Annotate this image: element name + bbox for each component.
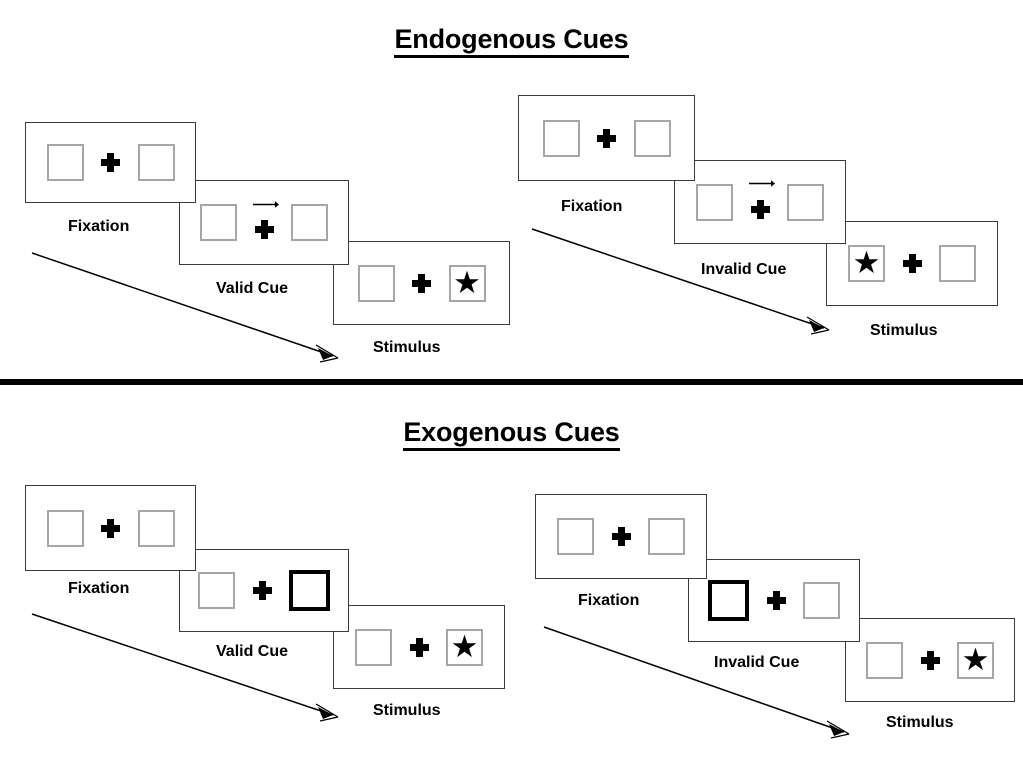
star-icon: ★ <box>961 641 990 677</box>
frame-endogenous-valid-fixation <box>25 122 196 203</box>
fixation-center <box>409 261 435 305</box>
left-box <box>542 119 580 157</box>
frame-exogenous-invalid-fixation <box>535 494 707 579</box>
arrow-right-icon <box>253 200 279 208</box>
right-box: ★ <box>448 264 486 302</box>
right-box: ★ <box>957 641 994 679</box>
left-box <box>696 183 733 221</box>
left-box <box>357 264 395 302</box>
frame-endogenous-invalid-fixation <box>518 95 695 181</box>
right-box-cued <box>289 570 330 611</box>
frame-exogenous-valid-cue <box>179 549 349 632</box>
fixation-center <box>98 141 124 185</box>
fixation-cross-icon <box>611 527 631 546</box>
fixation-cross-icon <box>409 637 429 657</box>
caption-endogenous-valid-fixation: Fixation <box>68 218 130 235</box>
fixation-center <box>251 200 279 245</box>
arrow-right-icon <box>749 180 775 187</box>
fixation-center <box>249 569 275 613</box>
left-box <box>198 572 235 609</box>
fixation-cross-icon <box>902 254 922 273</box>
caption-endogenous-valid-cue: Valid Cue <box>216 280 289 297</box>
flow-arrow-endogenous-valid <box>31 252 339 363</box>
right-box <box>633 119 671 157</box>
star-icon: ★ <box>453 264 481 300</box>
caption-endogenous-invalid-stimulus: Stimulus <box>870 322 938 339</box>
frame-endogenous-invalid-cue <box>674 160 846 244</box>
frame-exogenous-invalid-cue <box>688 559 860 642</box>
fixation-center <box>594 116 620 160</box>
right-box <box>939 245 976 282</box>
right-box <box>291 204 328 241</box>
caption-exogenous-invalid-stimulus: Stimulus <box>886 714 954 731</box>
right-box <box>787 183 824 221</box>
frame-exogenous-valid-fixation <box>25 485 196 571</box>
fixation-center <box>406 625 432 669</box>
caption-exogenous-invalid-cue: Invalid Cue <box>714 654 800 671</box>
right-box: ★ <box>446 628 483 666</box>
frame-exogenous-valid-stimulus: ★ <box>333 605 505 689</box>
right-box <box>803 582 840 619</box>
star-icon: ★ <box>852 245 881 280</box>
fixation-cross-icon <box>254 220 274 239</box>
section-divider <box>0 379 1023 385</box>
fixation-center <box>899 242 925 286</box>
frame-endogenous-invalid-stimulus: ★ <box>826 221 998 306</box>
section-title-exogenous-text: Exogenous Cues <box>403 417 620 451</box>
caption-endogenous-invalid-fixation: Fixation <box>561 198 623 215</box>
left-box <box>200 204 237 241</box>
caption-exogenous-valid-fixation: Fixation <box>68 580 130 597</box>
left-box <box>557 518 594 555</box>
left-box <box>355 628 392 666</box>
fixation-center <box>747 180 775 224</box>
right-box <box>648 518 685 555</box>
fixation-center <box>98 506 124 550</box>
fixation-center <box>608 515 634 559</box>
frame-endogenous-valid-cue <box>179 180 349 265</box>
caption-exogenous-valid-stimulus: Stimulus <box>373 702 441 719</box>
left-box-cued <box>708 580 749 621</box>
section-title-endogenous: Endogenous Cues <box>0 24 1023 58</box>
section-title-exogenous: Exogenous Cues <box>0 417 1023 451</box>
fixation-cross-icon <box>920 650 940 670</box>
left-box <box>866 641 903 679</box>
left-box <box>46 144 84 181</box>
fixation-cross-icon <box>597 128 616 148</box>
right-box <box>137 144 175 181</box>
fixation-cross-icon <box>750 199 770 219</box>
fixation-cross-icon <box>101 518 120 538</box>
fixation-center <box>763 579 789 623</box>
caption-exogenous-invalid-fixation: Fixation <box>578 592 640 609</box>
section-title-endogenous-text: Endogenous Cues <box>394 24 629 58</box>
left-box <box>46 509 84 547</box>
star-icon: ★ <box>450 628 479 664</box>
right-box <box>137 509 175 547</box>
left-box: ★ <box>848 245 885 282</box>
fixation-center <box>917 638 943 682</box>
caption-endogenous-invalid-cue: Invalid Cue <box>701 261 787 278</box>
fixation-cross-icon <box>101 153 120 172</box>
fixation-cross-icon <box>252 581 272 600</box>
caption-exogenous-valid-cue: Valid Cue <box>216 643 289 660</box>
frame-endogenous-valid-stimulus: ★ <box>333 241 510 325</box>
caption-endogenous-valid-stimulus: Stimulus <box>373 339 441 356</box>
fixation-cross-icon <box>412 273 431 293</box>
frame-exogenous-invalid-stimulus: ★ <box>845 618 1015 702</box>
fixation-cross-icon <box>766 591 786 610</box>
